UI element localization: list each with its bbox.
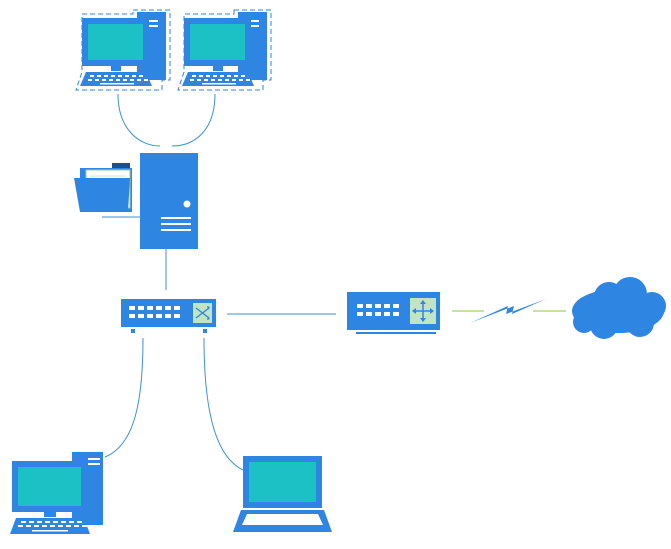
link-switch-to-workstation-3[interactable] <box>104 337 144 458</box>
workstation-2[interactable] <box>177 9 272 91</box>
file-server[interactable] <box>140 153 198 249</box>
wan-link[interactable] <box>470 299 546 323</box>
server-tower-icon <box>140 153 198 249</box>
desktop-computer-icon <box>10 452 103 534</box>
link-workstation-2-to-server[interactable] <box>171 93 216 147</box>
selection-outline <box>177 9 272 91</box>
network-switch[interactable] <box>121 299 216 333</box>
cloud-icon <box>572 277 666 339</box>
lightning-bolt-icon <box>470 299 546 323</box>
laptop-icon <box>233 456 332 532</box>
folder-icon <box>74 163 132 212</box>
laptop[interactable] <box>233 456 332 532</box>
selection-outline <box>75 9 171 91</box>
shared-folder[interactable] <box>74 163 132 212</box>
desktop-computer-icon <box>182 12 267 86</box>
connections <box>102 93 566 471</box>
workstation-1[interactable] <box>75 9 171 91</box>
link-switch-to-laptop[interactable] <box>203 337 244 471</box>
router[interactable] <box>347 292 440 334</box>
internet-cloud[interactable] <box>572 277 666 339</box>
router-icon <box>347 292 440 334</box>
link-workstation-1-to-server[interactable] <box>117 93 161 147</box>
workstation-3[interactable] <box>10 452 103 534</box>
switch-icon <box>121 299 216 333</box>
desktop-computer-icon <box>80 12 166 86</box>
